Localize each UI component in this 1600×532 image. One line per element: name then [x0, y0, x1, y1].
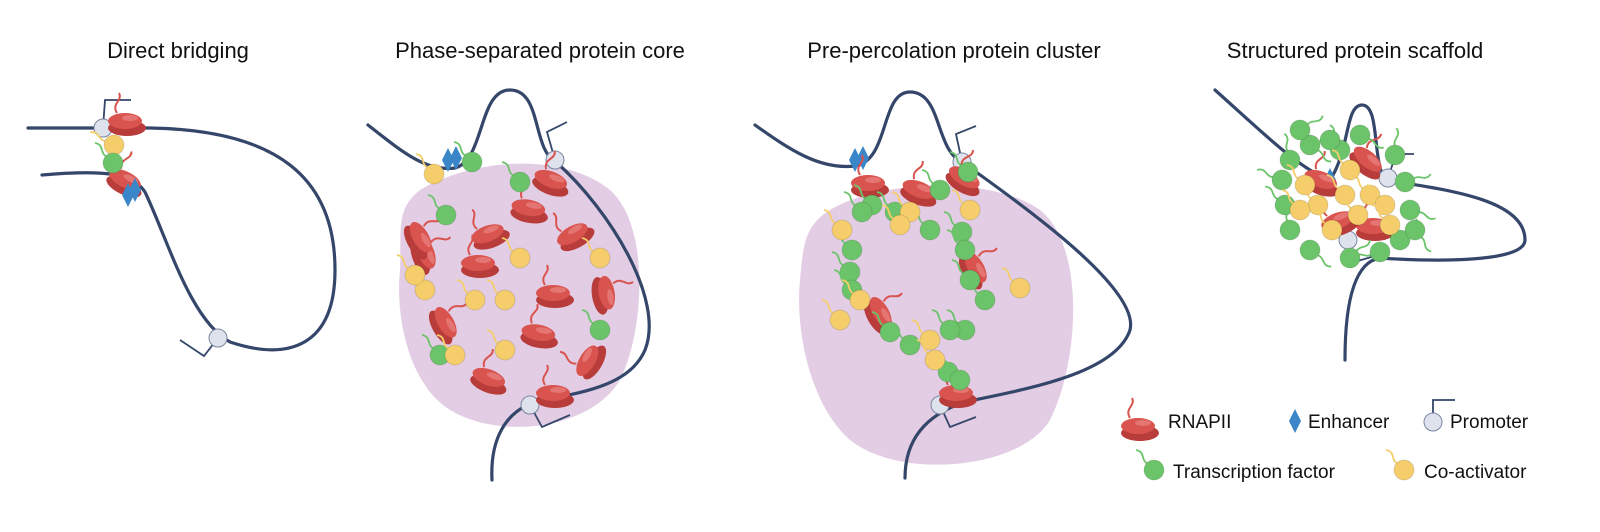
- promoter-icon: [545, 121, 568, 170]
- panel-title-structured-scaffold: Structured protein scaffold: [1227, 38, 1483, 63]
- rnapii-icon: [532, 150, 569, 197]
- promoter-icon: [93, 99, 131, 138]
- enhancer-icon: [450, 146, 462, 170]
- coactivator-icon: [951, 189, 981, 221]
- coactivator-icon: [1331, 149, 1361, 181]
- rnapii-icon: [591, 275, 634, 315]
- coactivator-icon: [581, 237, 611, 269]
- transcription-factor-icon: [501, 161, 531, 193]
- transcription-factor-icon: [946, 229, 976, 261]
- rnapii-icon: [471, 208, 510, 250]
- coactivator-icon: [415, 153, 445, 185]
- transcription-factor-icon: [951, 259, 981, 291]
- rnapii-icon: [1121, 397, 1159, 441]
- rnapii-icon: [1349, 133, 1383, 180]
- panel-title-pre-percolation: Pre-percolation protein cluster: [807, 38, 1100, 63]
- rnapii-icon: [108, 92, 146, 136]
- promoter-icon: [1423, 399, 1455, 432]
- legend-label-transcription-factor: Transcription factor: [1173, 462, 1336, 483]
- transcription-factor-icon: [1349, 124, 1384, 149]
- rnapii-icon: [900, 160, 937, 207]
- legend-label-enhancer: Enhancer: [1308, 412, 1390, 433]
- transcription-factor-icon: [891, 324, 921, 356]
- transcription-factor-icon: [1279, 133, 1301, 171]
- transcription-factor-icon: [921, 169, 951, 201]
- coactivator-icon: [823, 209, 853, 241]
- transcription-factor-icon: [581, 309, 611, 341]
- legend-label-promoter: Promoter: [1450, 412, 1529, 433]
- transcription-factor-icon: [1289, 115, 1324, 141]
- coactivator-icon: [501, 237, 531, 269]
- transcription-factor-icon: [1302, 129, 1341, 151]
- transcription-factor-icon: [421, 334, 451, 366]
- legend-label-coactivator: Co-activator: [1424, 462, 1527, 483]
- coactivator-icon: [821, 299, 851, 331]
- rnapii-icon: [536, 264, 574, 308]
- transcription-factor-icon: [1135, 449, 1165, 481]
- rnapii-icon: [559, 345, 607, 380]
- transcription-factor-icon: [833, 229, 863, 261]
- promoter-icon: [520, 395, 571, 429]
- transcription-factor-icon: [453, 141, 483, 173]
- coactivator-icon: [486, 279, 516, 311]
- coactivator-icon: [456, 279, 486, 311]
- coactivator-icon: [486, 329, 516, 361]
- dna-direct-bridging: [26, 126, 337, 352]
- coactivator-icon: [1001, 267, 1031, 299]
- enhancer-icon: [442, 148, 454, 172]
- rnapii-icon: [552, 212, 595, 252]
- coactivator-icon: [881, 204, 911, 236]
- coactivator-icon: [1371, 204, 1401, 236]
- transcription-factor-icon: [1384, 127, 1406, 166]
- rnapii-icon: [461, 234, 499, 278]
- promoter-icon: [179, 328, 228, 358]
- coactivator-icon: [1339, 194, 1369, 226]
- transcription-factor-icon: [1404, 219, 1432, 253]
- rnapii-icon: [536, 364, 574, 408]
- transcription-factor-icon: [843, 191, 873, 223]
- transcription-factor-icon: [1256, 168, 1293, 191]
- transcription-factor-icon: [1394, 171, 1432, 193]
- enhancer-icon: [1289, 409, 1301, 433]
- coactivator-icon: [1313, 209, 1343, 241]
- coactivator-icon: [916, 339, 946, 371]
- legend-label-rnapii: RNAPII: [1168, 412, 1231, 433]
- coactivator-icon: [1286, 164, 1316, 196]
- coactivator-icon: [1281, 189, 1311, 221]
- coactivator-icon: [1385, 449, 1415, 481]
- rnapii-icon: [520, 303, 558, 349]
- rnapii-icon: [470, 348, 507, 395]
- enhancer-icon: [849, 148, 861, 172]
- transcription-factor-icon: [1279, 203, 1301, 241]
- transcription-factor-icon: [931, 309, 961, 341]
- coactivator-icon: [841, 279, 871, 311]
- transcription-factor-icon: [949, 151, 979, 183]
- coactivator-icon: [436, 334, 466, 366]
- transcription-factor-icon: [1339, 239, 1371, 269]
- rnapii-icon: [428, 302, 468, 345]
- coactivator-icon: [1326, 174, 1356, 206]
- transcription-factor-icon: [94, 142, 124, 174]
- transcription-factor-icon: [1399, 199, 1436, 221]
- transcription-factor-icon: [427, 194, 457, 226]
- transcription-factor-icon: [946, 309, 976, 341]
- enhancer-icon: [129, 178, 141, 202]
- transcription-factor-icon: [1299, 239, 1332, 268]
- rnapii-icon: [863, 292, 903, 335]
- coactivator-icon: [396, 254, 426, 286]
- panel-title-direct-bridging: Direct bridging: [107, 38, 249, 63]
- panel-title-phase-separated: Phase-separated protein core: [395, 38, 685, 63]
